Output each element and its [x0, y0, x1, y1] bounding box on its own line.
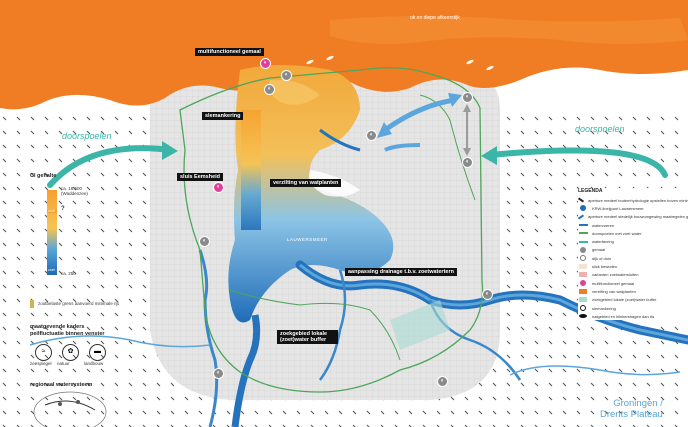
krw-icon — [578, 205, 588, 212]
gemaal-icon: ◐ — [366, 130, 377, 141]
gradient-mid-value: ? — [61, 206, 65, 212]
gemaal-icon: ◐ — [281, 70, 292, 81]
sluis-label: sluis Eemsheid — [177, 173, 224, 181]
flow-arrow-left — [47, 145, 173, 188]
legend-item: slick bewuden — [578, 262, 686, 270]
green-boundary — [179, 67, 484, 393]
legend-item: doorspoelen met zoet water — [578, 229, 686, 237]
multifunctional-pump-label: multifunctioneel gemaal — [195, 48, 264, 56]
multifunctional-icon — [578, 280, 588, 287]
governing-icon-label: zeespiegel — [30, 361, 52, 366]
slick-icon — [578, 264, 588, 270]
diagonal-mark-icon — [577, 197, 585, 203]
legend-item-label: natgebied en kiinkershagen dan rts — [592, 313, 655, 319]
legend: LEGENDA aperture medeel bodemhydrologie … — [577, 188, 688, 321]
gradient-bottom-tag: zoet — [48, 268, 55, 272]
gradient-title: Cl gehalte — [30, 173, 57, 179]
sluis-icon: ◐ — [213, 182, 224, 193]
legend-item-label: watervoeren — [592, 222, 615, 228]
drainage-label: aanpassing drainage t.b.v. zoetwatertern — [345, 268, 457, 276]
legend-item-label: zoekgebied lokale (zoet)water buffer — [592, 297, 657, 303]
water-line-icon — [578, 222, 588, 228]
legend-item: natgebied en kiinkershagen dan rts — [578, 312, 686, 320]
legend-item: watervoeren — [578, 221, 686, 229]
legend-item-label: aperture medeel stedelijk bouwomgewing m… — [588, 214, 688, 220]
sea-label: ok en diepe afkeerstijk — [410, 15, 460, 21]
zoetwater-icon — [578, 272, 588, 278]
legend-item: aperture medeel stedelijk bouwomgewing m… — [577, 213, 688, 221]
gemaal-icon: ◐ — [462, 92, 473, 103]
green-line-icon — [578, 230, 588, 236]
gradient-note: zoutbelaste grens aanvoerd minimale rijt — [38, 301, 119, 306]
river-south — [231, 314, 261, 427]
gemaal-icon — [578, 246, 588, 253]
governing-icon-label: natuur — [57, 361, 70, 366]
legend-item-label: dijk of duin — [592, 255, 612, 261]
legend-item-label: waterfavring — [592, 239, 614, 245]
gradient-top-value: ca. 16.500 (Waddenzee) — [61, 186, 88, 196]
gradient-top-tag: zout — [48, 209, 55, 213]
verzilting-label: verzilting van watplanten — [270, 179, 342, 187]
governing-icons: ≈ ✿ ▬ — [35, 344, 106, 361]
cleaning-label: slemankering — [202, 112, 244, 120]
lauwersmeer — [228, 65, 394, 323]
legend-item: zoekgebied lokale (zoet)water buffer — [578, 296, 686, 304]
region-label: Groningen /Drents Plateau — [600, 398, 663, 420]
gemaal-icon: ◐ — [462, 157, 473, 168]
legend-item-label: KRW-lineijpunt Lauwersmeer — [592, 205, 644, 211]
wadden-sea — [0, 0, 688, 110]
lauwersmeer-label: LAUWERSMEER — [287, 237, 328, 242]
legend-item-label: slick bewuden — [592, 264, 618, 270]
gemaal-icon: ◐ — [482, 289, 493, 300]
flow-label-right: doorspoelen — [575, 124, 625, 134]
agriculture-icon: ▬ — [89, 344, 106, 361]
legend-item-label: varianten zoetwatersluiten — [592, 272, 639, 278]
dike-icon — [578, 255, 588, 262]
verzilting-icon — [578, 288, 588, 294]
gradient-bottom-value: ca. 250 — [61, 271, 76, 276]
legend-item: verzilting van watplanten — [578, 287, 686, 295]
legend-item-label: doorspoelen met zoet water — [592, 230, 642, 236]
legend-item-label: gemaal — [592, 247, 606, 253]
buffer-zone-label: zoekgebied lokale (zoet)water buffer — [277, 330, 338, 344]
multifunctional-pump-icon: ◐ — [260, 58, 271, 69]
legend-item: waterfavring — [578, 237, 686, 245]
regional-title: regionaal watersysteem — [30, 382, 93, 388]
legend-item: KRW-lineijpunt Lauwersmeer — [578, 204, 686, 212]
slemanking-icon — [578, 305, 588, 311]
governing-icon-labels: zeespiegel natuur landbouw — [30, 361, 104, 366]
legend-item-label: aperture medeel bodemhydrologie opstelle… — [588, 197, 688, 203]
gemaal-icon: ◐ — [264, 84, 275, 95]
legend-item: multifunctioneel gemaal — [578, 279, 686, 287]
legend-item: aperture medeel bodemhydrologie opstelle… — [577, 196, 688, 204]
legend-title: LEGENDA — [578, 188, 603, 194]
legend-item-label: multifunctioneel gemaal — [592, 280, 635, 286]
gemaal-icon: ◐ — [213, 368, 224, 379]
blue-exchange-arrow — [383, 97, 456, 133]
legend-item-label: slemankering — [592, 305, 616, 311]
nature-icon: ✿ — [62, 344, 79, 361]
legend-item-label: verzilting van watplanten — [592, 288, 636, 294]
natuur-icon — [578, 313, 588, 319]
governing-icon-label: landbouw — [84, 361, 104, 366]
blue-mark-icon — [577, 214, 585, 220]
flow-label-left: doorspoelen — [62, 131, 112, 141]
flow-arrow-right — [487, 147, 668, 178]
legend-item: dijk of duin — [578, 254, 686, 262]
gemaal-icon: ◐ — [437, 376, 448, 387]
legend-item: gemaal — [578, 246, 686, 254]
gemaal-icon: ◐ — [199, 236, 210, 247]
governing-title: maatgevende kaders peilfluctuatie binnen… — [30, 324, 105, 337]
legend-item: slemankering — [578, 304, 686, 312]
buffer-icon — [578, 297, 588, 303]
legend-item: varianten zoetwatersluiten — [578, 271, 686, 279]
teal-line-icon — [578, 239, 588, 245]
sea-level-icon: ≈ — [35, 344, 52, 361]
